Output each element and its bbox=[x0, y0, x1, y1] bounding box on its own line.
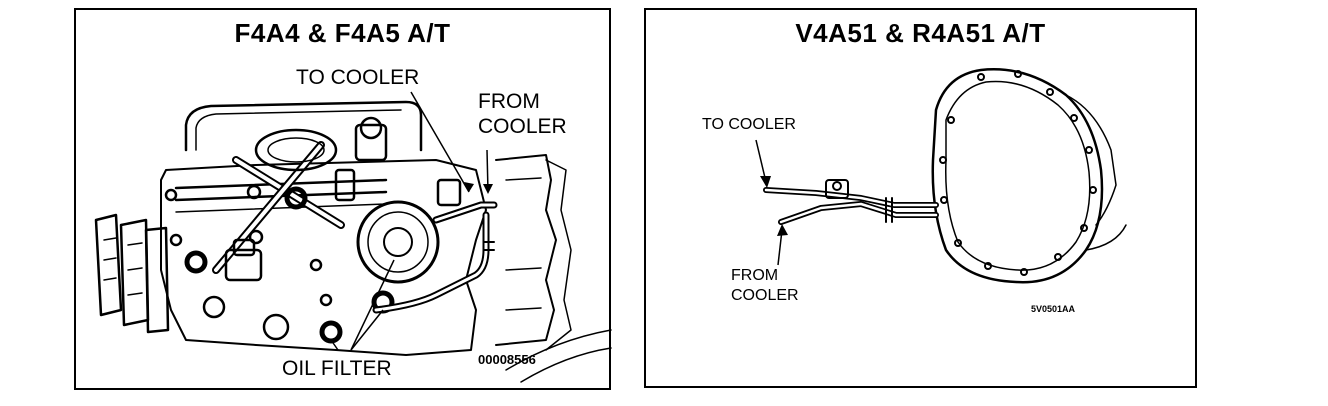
left-from-cooler-label-line1: FROM bbox=[478, 90, 540, 113]
transmission-illustration bbox=[755, 68, 1127, 284]
left-panel-title: F4A4 & F4A5 A/T bbox=[234, 18, 451, 48]
right-panel-title: V4A51 & R4A51 A/T bbox=[795, 18, 1046, 48]
left-to-cooler-label: TO COOLER bbox=[296, 66, 420, 89]
left-from-cooler-label-line2: COOLER bbox=[478, 115, 567, 138]
right-figure-code: 5V0501AA bbox=[1031, 304, 1076, 314]
right-from-cooler-label-line2: COOLER bbox=[731, 287, 799, 304]
left-figure-code: 00008556 bbox=[478, 352, 536, 367]
right-diagram-panel: V4A51 & R4A51 A/T bbox=[644, 8, 1197, 388]
oil-filter-label: OIL FILTER bbox=[282, 357, 392, 380]
engine-illustration bbox=[94, 91, 612, 383]
right-from-cooler-label-line1: FROM bbox=[731, 267, 779, 284]
right-to-cooler-label: TO COOLER bbox=[702, 116, 796, 133]
left-diagram-panel: F4A4 & F4A5 A/T bbox=[74, 8, 612, 390]
